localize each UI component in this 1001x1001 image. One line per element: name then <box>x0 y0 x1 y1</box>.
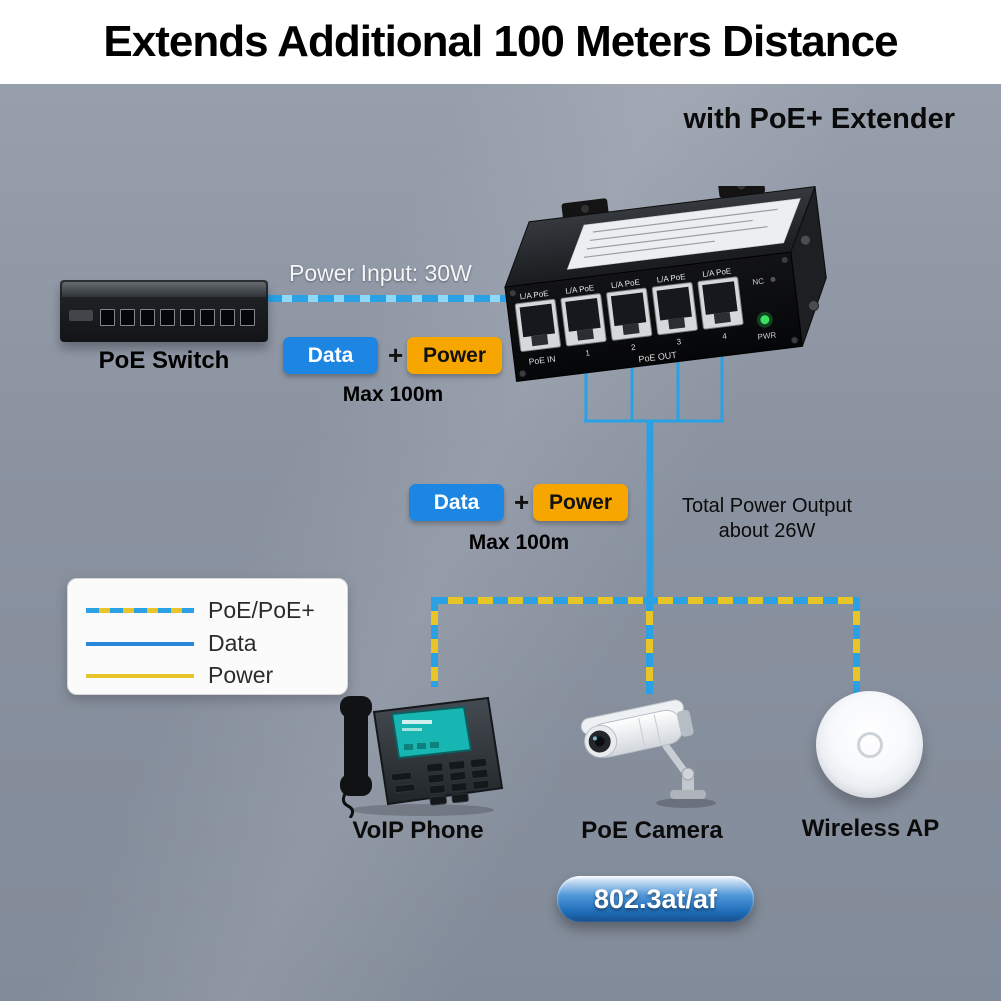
switch-port <box>140 309 155 326</box>
total-power-note: Total Power Output about 26W <box>652 494 882 544</box>
data-badge: Data <box>409 484 504 521</box>
port-pair-label: L/A PoE <box>565 283 595 295</box>
poe-switch-device <box>60 280 268 342</box>
total-power-line2: about 26W <box>718 520 816 542</box>
voip-phone-label: VoIP Phone <box>352 817 484 844</box>
poe-camera-label: PoE Camera <box>581 817 723 844</box>
switch-port <box>240 309 255 326</box>
poe-line-sample <box>86 608 194 613</box>
plus-sign: + <box>514 487 530 517</box>
legend-label: Power <box>208 662 274 688</box>
power-input-label: Power Input: 30W <box>289 260 472 286</box>
camera-mount-base <box>670 790 706 799</box>
switch-port <box>120 309 135 326</box>
port-pair-label: L/A PoE <box>702 266 732 278</box>
legend-label: PoE/PoE+ <box>208 597 315 623</box>
switch-port <box>220 309 235 326</box>
rj45-ports <box>514 276 744 352</box>
nc-label: NC <box>752 277 765 287</box>
switch-port <box>160 309 175 326</box>
cable-drop-camera <box>646 597 653 694</box>
power-badge: Power <box>407 337 502 374</box>
data-line-sample <box>86 641 194 646</box>
poe-in-label: PoE IN <box>528 354 556 367</box>
poe-camera-device <box>580 699 716 808</box>
switch-port <box>200 309 215 326</box>
poe-extender-device: L/A PoE L/A PoE L/A PoE L/A PoE L/A PoE <box>504 186 827 382</box>
wireless-ap-label: Wireless AP <box>801 815 940 842</box>
pwr-label: PWR <box>757 330 777 341</box>
top-banner: Extends Additional 100 Meters Distance <box>0 0 1001 84</box>
total-power-line1: Total Power Output <box>681 495 853 517</box>
standard-badge: 802.3at/af <box>557 876 754 922</box>
switch-logo <box>69 310 93 321</box>
switch-port <box>180 309 195 326</box>
phone-keypad <box>390 757 490 806</box>
power-line-sample <box>86 673 194 678</box>
phone-screen <box>390 705 473 760</box>
plus-sign: + <box>388 340 404 370</box>
power-led <box>760 315 770 325</box>
legend-box: PoE/PoE+ Data Power <box>67 578 348 695</box>
port-pair-label: L/A PoE <box>611 278 641 290</box>
switch-ports <box>100 309 255 326</box>
page-title: Extends Additional 100 Meters Distance <box>103 17 898 66</box>
data-badge: Data <box>283 337 378 374</box>
port-pair-label: L/A PoE <box>519 289 549 301</box>
phone-cord <box>341 791 355 818</box>
legend-row-data: Data <box>86 630 257 657</box>
camera-body <box>580 699 694 758</box>
max-distance-label: Max 100m <box>342 383 444 406</box>
legend-row-poe: PoE/PoE+ <box>86 597 315 624</box>
out-port-number: 2 <box>631 343 637 353</box>
poe-switch-label: PoE Switch <box>98 347 230 374</box>
wireless-ap-device <box>816 691 923 798</box>
legend-row-power: Power <box>86 662 273 689</box>
switch-top-face <box>62 282 266 297</box>
max-distance-label: Max 100m <box>468 531 570 554</box>
phone-handset <box>344 702 368 792</box>
power-badge: Power <box>533 484 628 521</box>
ap-logo-ring <box>856 731 883 758</box>
legend-label: Data <box>208 630 257 656</box>
out-port-number: 4 <box>722 331 728 341</box>
switch-port <box>100 309 115 326</box>
out-port-number: 1 <box>585 348 591 358</box>
port-pair-label: L/A PoE <box>656 272 686 284</box>
voip-phone-device <box>340 696 504 818</box>
cable-drop-ap <box>853 597 860 699</box>
poe-out-label: PoE OUT <box>638 350 678 365</box>
page-subtitle: with PoE+ Extender <box>683 103 955 135</box>
uplink-poe-cable <box>266 295 518 302</box>
cable-drop-phone <box>431 597 438 687</box>
